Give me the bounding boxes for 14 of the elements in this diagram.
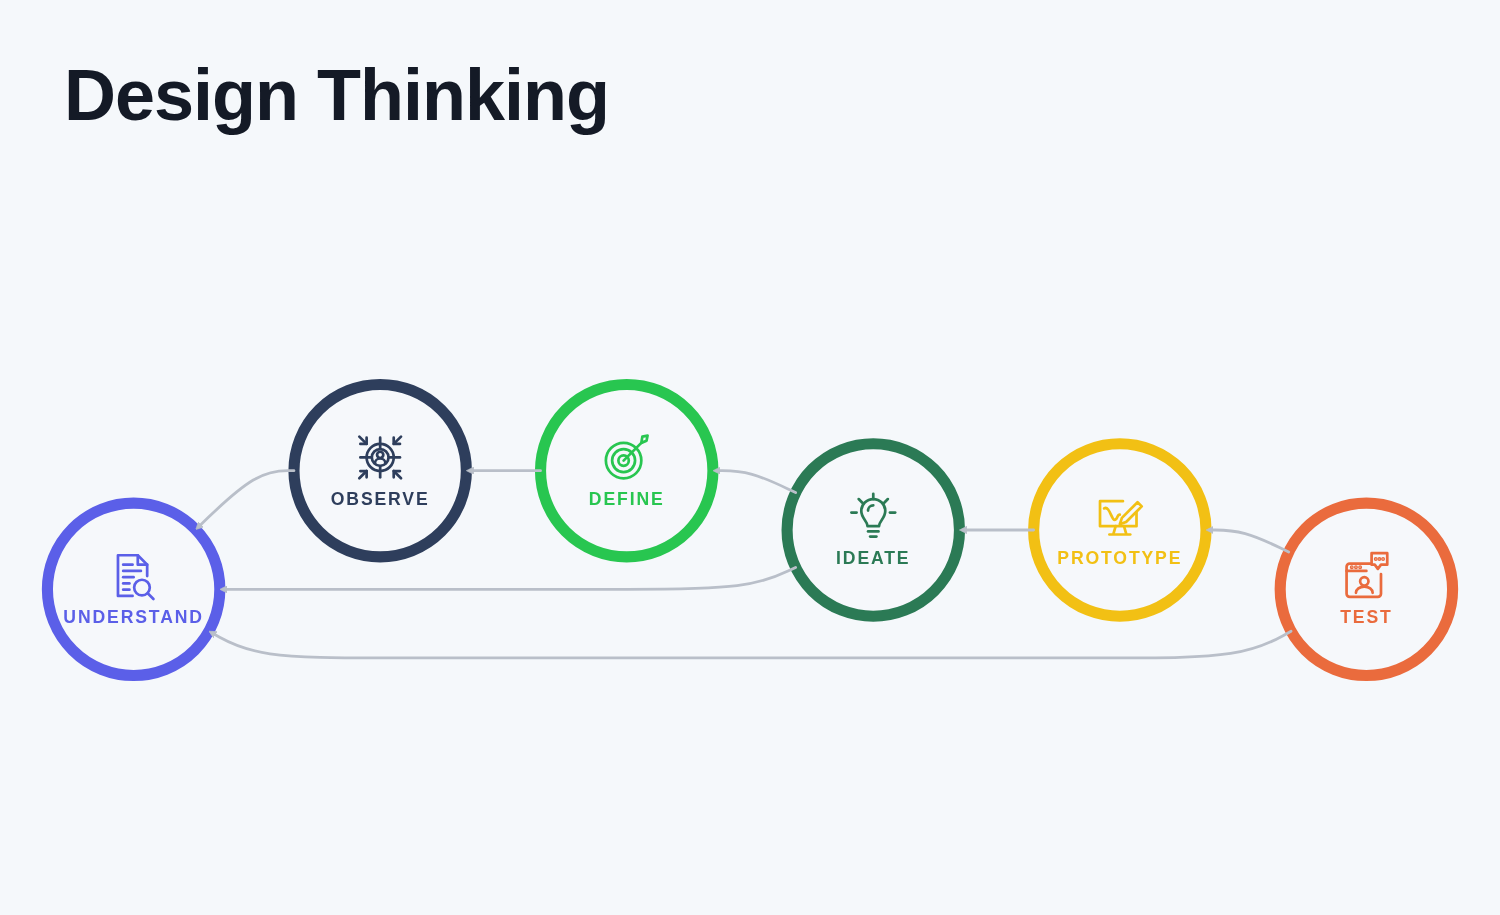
arrow bbox=[712, 466, 797, 494]
arrow bbox=[219, 566, 797, 594]
node-circle: DEFINE bbox=[534, 378, 719, 563]
node-circle: UNDERSTAND bbox=[41, 497, 226, 682]
arrow bbox=[208, 629, 1293, 660]
node-circle: PROTOTYPE bbox=[1028, 438, 1212, 622]
node-circle: IDEATE bbox=[781, 438, 966, 622]
arrow bbox=[1205, 525, 1291, 554]
title: Design Thinking bbox=[64, 56, 609, 136]
arrow bbox=[466, 466, 542, 475]
arrow bbox=[195, 469, 296, 530]
node-circle: OBSERVE bbox=[288, 378, 472, 563]
node-circle: TEST bbox=[1274, 497, 1459, 682]
arrow bbox=[959, 525, 1036, 535]
